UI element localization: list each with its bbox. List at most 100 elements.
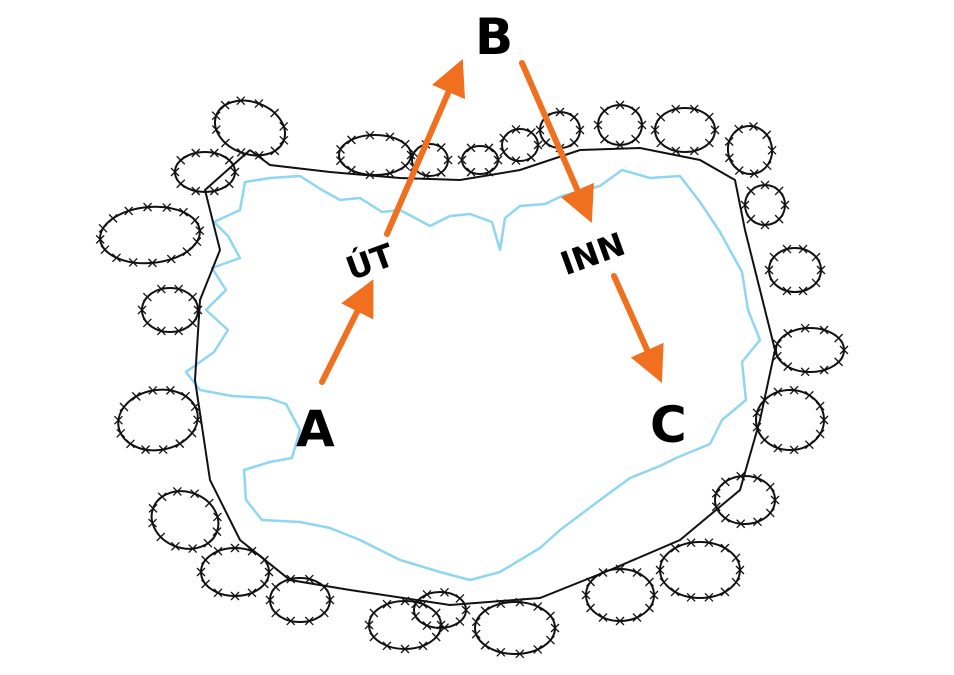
barb bbox=[772, 351, 782, 361]
barb bbox=[569, 138, 579, 148]
barb bbox=[270, 108, 280, 118]
barb bbox=[188, 318, 198, 328]
barb bbox=[212, 527, 222, 537]
barb bbox=[203, 538, 213, 548]
barb bbox=[440, 587, 449, 597]
barb bbox=[834, 357, 844, 367]
barb bbox=[632, 613, 642, 622]
barb bbox=[124, 206, 134, 216]
barb bbox=[209, 186, 219, 196]
barb bbox=[270, 146, 280, 156]
barb bbox=[760, 180, 770, 190]
barb bbox=[176, 155, 186, 165]
barb bbox=[166, 254, 176, 264]
barb bbox=[113, 415, 123, 425]
barb bbox=[422, 589, 432, 599]
barb bbox=[131, 391, 141, 401]
barb bbox=[190, 489, 200, 499]
barb bbox=[436, 168, 446, 177]
barb bbox=[815, 401, 825, 411]
arrow-in-to-c bbox=[611, 273, 664, 383]
barb bbox=[319, 608, 329, 618]
barb bbox=[461, 605, 471, 615]
barb bbox=[526, 128, 536, 137]
barb bbox=[201, 579, 211, 589]
barb bbox=[236, 147, 246, 157]
barb bbox=[142, 318, 152, 328]
barb bbox=[555, 107, 565, 117]
barb bbox=[650, 125, 660, 135]
barb bbox=[800, 367, 810, 377]
barb bbox=[656, 112, 666, 122]
barb bbox=[213, 588, 223, 598]
barb bbox=[598, 613, 608, 622]
barb bbox=[466, 143, 476, 153]
barb bbox=[762, 130, 772, 140]
barb bbox=[142, 292, 152, 302]
barb bbox=[783, 362, 793, 372]
barb bbox=[760, 395, 770, 405]
barb bbox=[335, 156, 345, 166]
barb bbox=[659, 577, 669, 587]
barb bbox=[774, 214, 784, 224]
barb bbox=[212, 512, 222, 522]
barb bbox=[637, 120, 647, 130]
barb bbox=[247, 588, 257, 598]
barb bbox=[204, 498, 214, 508]
barb bbox=[443, 155, 453, 165]
arrow-a-to-out bbox=[319, 279, 374, 385]
barb bbox=[147, 258, 157, 268]
barb bbox=[615, 564, 625, 574]
barb bbox=[834, 333, 844, 343]
barb bbox=[656, 138, 666, 148]
barb bbox=[499, 147, 509, 157]
barb bbox=[711, 488, 721, 498]
barb bbox=[704, 138, 714, 148]
barb bbox=[156, 532, 166, 542]
barb bbox=[220, 100, 230, 110]
barb bbox=[286, 574, 296, 584]
barb bbox=[369, 608, 379, 618]
barb bbox=[783, 328, 793, 338]
label-c: C bbox=[650, 396, 687, 454]
barb bbox=[170, 167, 180, 177]
barb bbox=[484, 143, 494, 153]
barb bbox=[201, 555, 211, 565]
barb bbox=[710, 125, 720, 135]
barb bbox=[704, 112, 714, 122]
iceland-outline bbox=[184, 168, 762, 582]
barb bbox=[471, 629, 481, 639]
barb bbox=[496, 599, 506, 609]
barb bbox=[365, 170, 375, 180]
barb bbox=[156, 284, 166, 294]
barb bbox=[526, 153, 536, 162]
barb bbox=[213, 546, 223, 556]
barb bbox=[811, 252, 821, 262]
wire-strand bbox=[193, 146, 777, 607]
barb bbox=[615, 616, 625, 626]
barb bbox=[724, 137, 734, 146]
barb bbox=[193, 305, 203, 315]
barb bbox=[179, 207, 188, 217]
barb bbox=[736, 519, 746, 529]
barb bbox=[735, 565, 745, 575]
barb bbox=[191, 148, 201, 158]
barb bbox=[162, 203, 172, 213]
barb bbox=[704, 538, 714, 548]
barb bbox=[615, 100, 625, 110]
barb bbox=[773, 387, 783, 397]
barb bbox=[265, 595, 275, 605]
barb bbox=[798, 286, 808, 296]
barb bbox=[769, 278, 779, 288]
barb bbox=[686, 592, 696, 602]
wire-loop bbox=[99, 205, 201, 265]
barb bbox=[211, 111, 221, 121]
barb bbox=[193, 415, 203, 425]
barb bbox=[511, 156, 521, 166]
barb bbox=[545, 611, 555, 621]
barb bbox=[631, 134, 641, 144]
barb bbox=[400, 596, 410, 606]
barb bbox=[95, 234, 105, 244]
barb bbox=[436, 143, 446, 152]
barb bbox=[599, 134, 609, 144]
